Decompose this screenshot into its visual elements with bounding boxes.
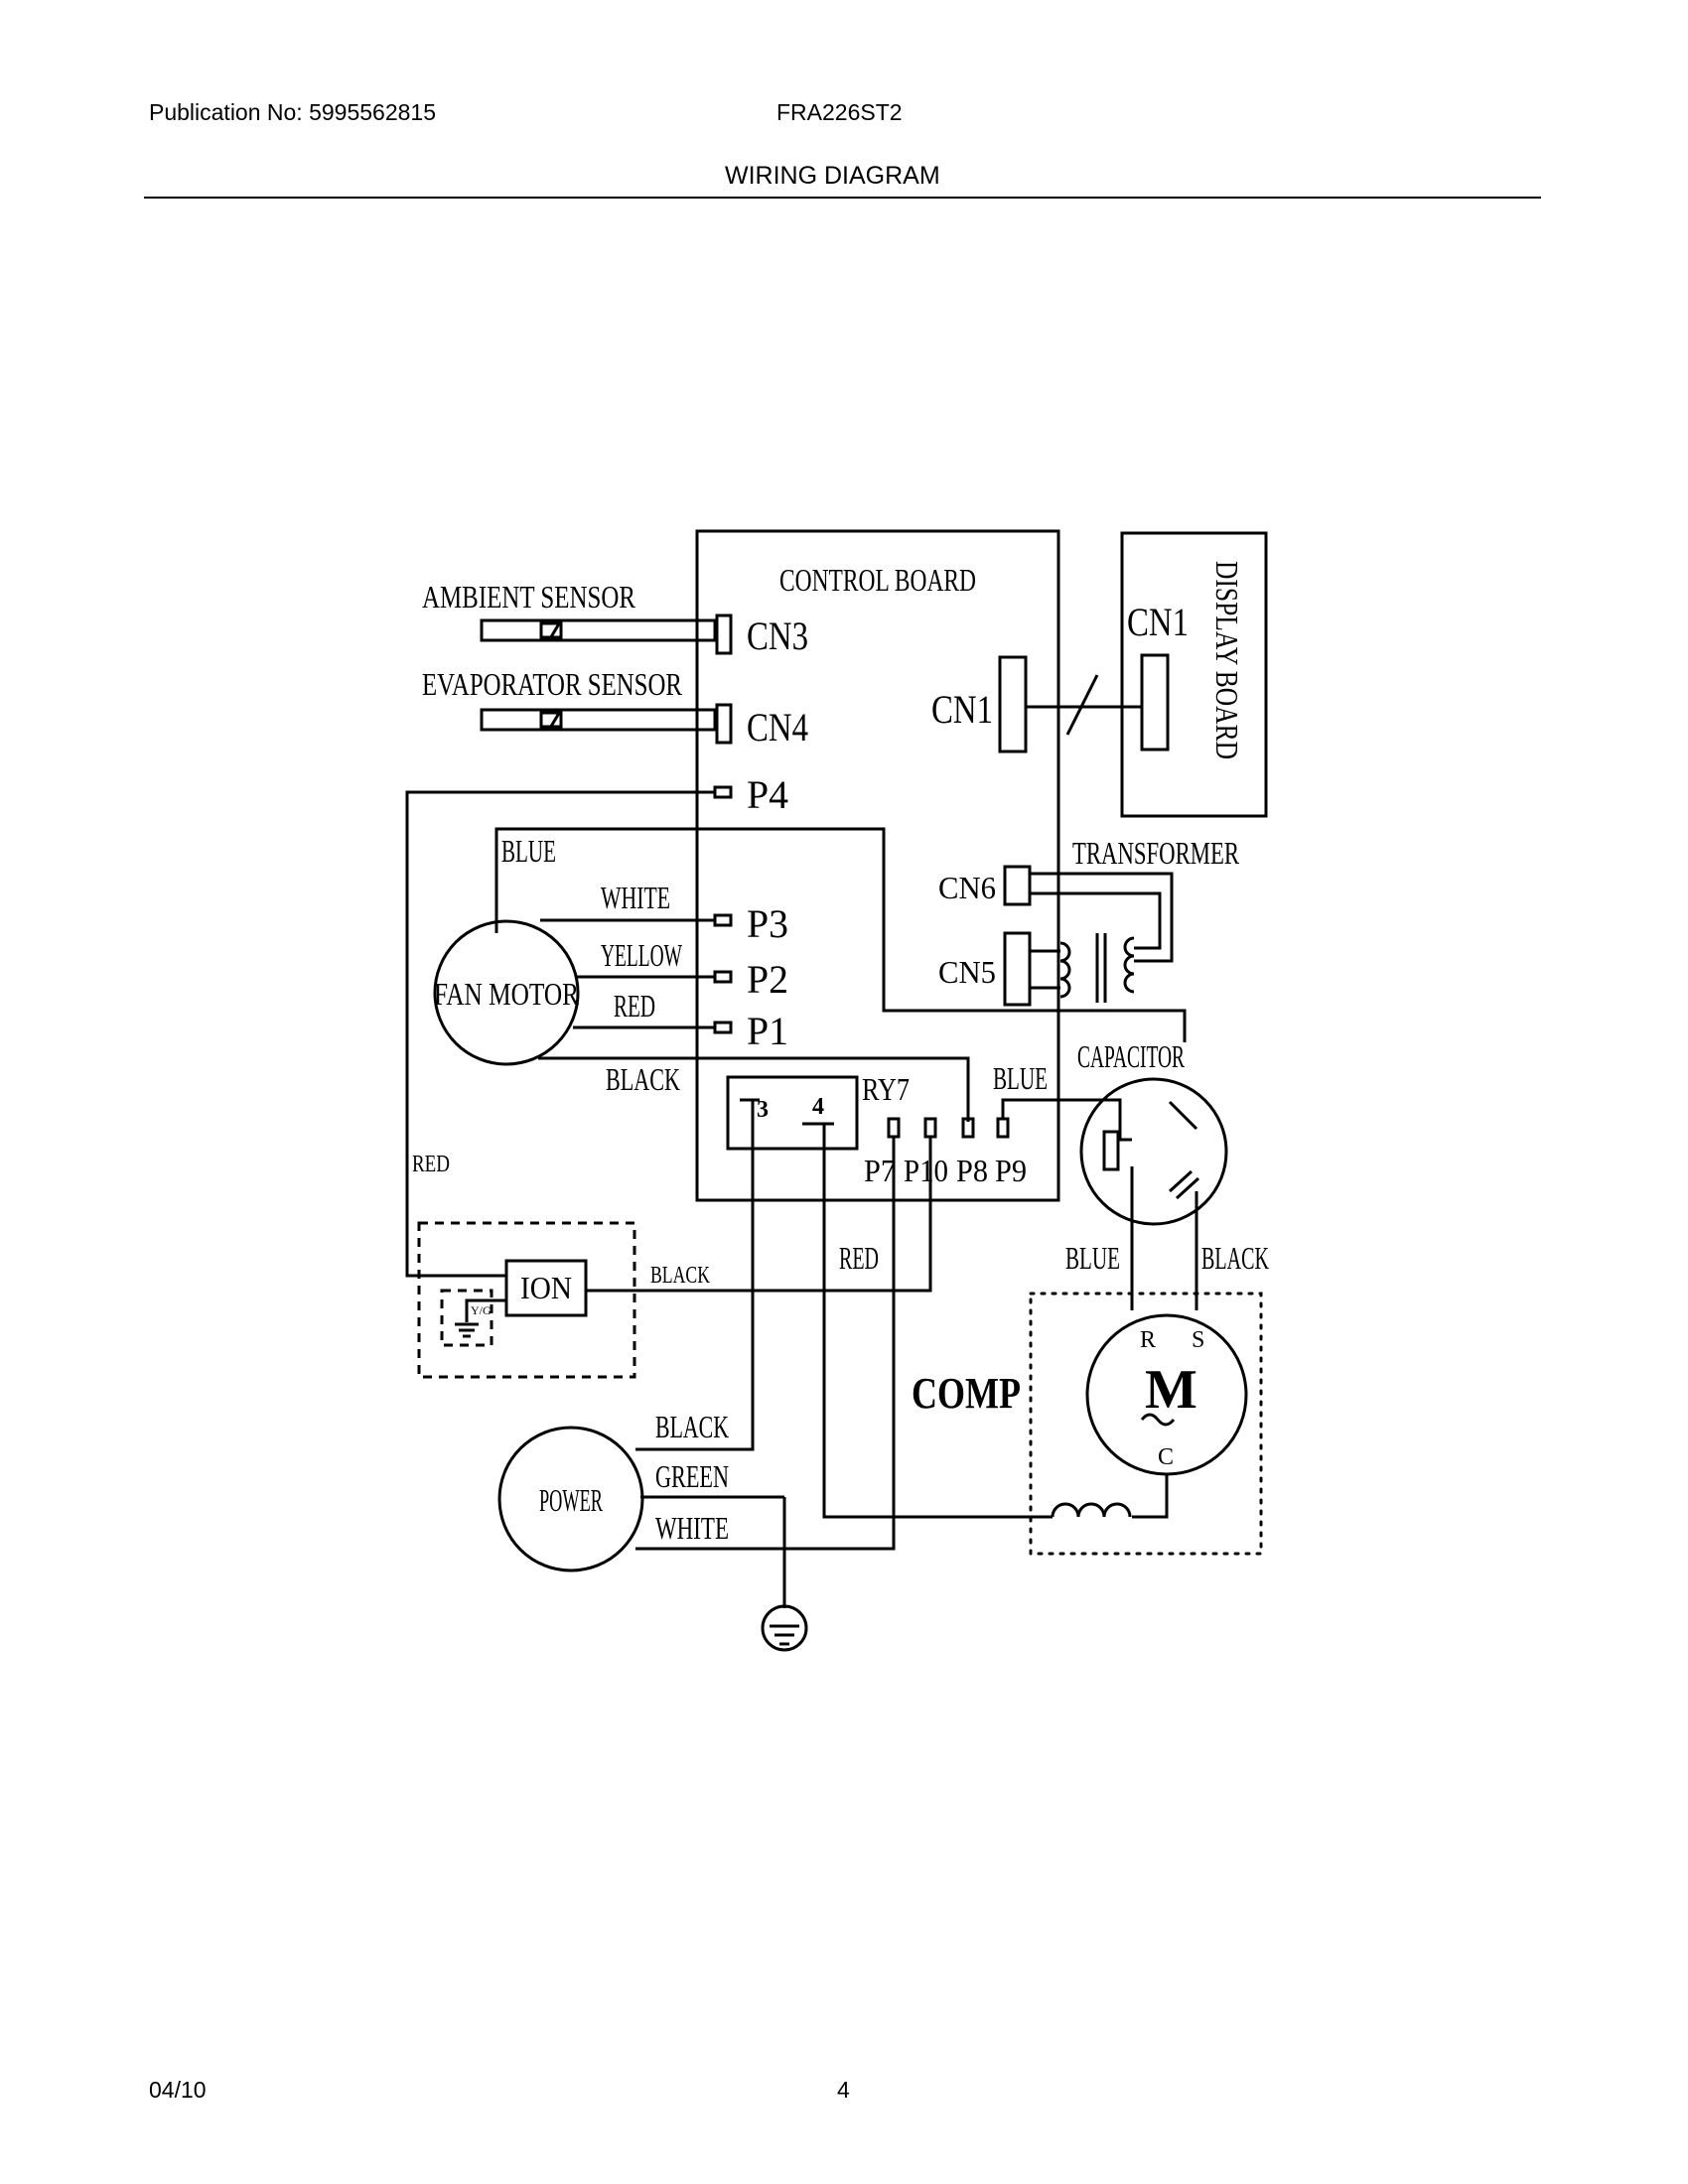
capacitor xyxy=(1079,1077,1228,1226)
ion-yg-label: Y/G xyxy=(471,1303,492,1317)
red-ion-wire-label: RED xyxy=(412,1152,450,1177)
white-fan-wire-label: WHITE xyxy=(601,880,670,915)
p7-terminal xyxy=(887,1117,901,1139)
compressor-enclosure xyxy=(1029,1292,1263,1556)
overload-protector xyxy=(1051,1502,1132,1518)
fan-motor xyxy=(433,919,580,1066)
p3-terminal xyxy=(713,913,733,927)
motor-c-label: C xyxy=(1158,1444,1174,1470)
blue-p9-wire-label: BLUE xyxy=(993,1060,1048,1096)
ion-label: ION xyxy=(520,1270,572,1305)
p8-label: P8 xyxy=(956,1153,988,1188)
evaporator-sensor-wire xyxy=(480,708,717,732)
fan-motor-label: FAN MOTOR xyxy=(434,976,580,1012)
capacitor-label: CAPACITOR xyxy=(1077,1038,1185,1074)
cn3-label: CN3 xyxy=(747,614,808,658)
publication-number: Publication No: 5995562815 xyxy=(149,99,437,125)
ambient-sensor-wire xyxy=(480,618,717,642)
cn4-label: CN4 xyxy=(747,705,808,750)
display-board-box xyxy=(1120,531,1268,818)
p7-label: P7 xyxy=(864,1153,896,1188)
footer-page-number: 4 xyxy=(837,2077,850,2103)
footer-date: 04/10 xyxy=(149,2077,207,2103)
ion-box xyxy=(504,1259,588,1317)
relay-terminal-4: 4 xyxy=(812,1094,824,1120)
motor-m-label: M xyxy=(1145,1359,1197,1421)
p4-terminal xyxy=(713,785,733,799)
control-board-label: CONTROL BOARD xyxy=(779,562,976,598)
p4-label: P4 xyxy=(747,772,788,817)
p8-terminal xyxy=(961,1117,975,1139)
header-rule xyxy=(144,197,1541,199)
black-comp-wire-label: BLACK xyxy=(1201,1240,1269,1276)
transformer-label: TRANSFORMER xyxy=(1072,835,1239,871)
cn6-connector xyxy=(1003,865,1032,906)
model-number: FRA226ST2 xyxy=(776,99,903,125)
cn4-connector xyxy=(715,703,733,745)
white-power-wire-label: WHITE xyxy=(655,1510,729,1546)
cn3-connector xyxy=(715,614,733,655)
power-source xyxy=(497,1426,644,1572)
green-power-wire-label: GREEN xyxy=(655,1458,729,1494)
p1-terminal xyxy=(713,1021,733,1034)
blue-fan-wire-label: BLUE xyxy=(501,833,556,869)
p2-terminal xyxy=(713,970,733,984)
transformer-coil xyxy=(1059,941,1071,999)
yellow-fan-wire-label: YELLOW xyxy=(601,937,682,973)
p10-terminal xyxy=(923,1117,937,1139)
p10-label: P10 xyxy=(904,1153,948,1188)
cn1-label: CN1 xyxy=(931,687,993,732)
evaporator-sensor-label: EVAPORATOR SENSOR xyxy=(422,666,683,702)
ambient-sensor-label: AMBIENT SENSOR xyxy=(422,579,636,614)
cn5-label: CN5 xyxy=(938,954,996,990)
red-comp-wire-label: RED xyxy=(839,1240,879,1276)
black-ion-wire-label: BLACK xyxy=(650,1263,710,1289)
power-label: POWER xyxy=(539,1482,603,1518)
display-cn1-connector xyxy=(1140,653,1170,751)
display-cn1-label: CN1 xyxy=(1127,600,1189,644)
ground-symbol xyxy=(761,1604,808,1652)
p3-label: P3 xyxy=(747,901,788,946)
red-fan-wire-label: RED xyxy=(614,988,655,1024)
p2-label: P2 xyxy=(747,957,788,1002)
cn6-label: CN6 xyxy=(938,870,996,905)
relay-ry7 xyxy=(726,1075,859,1151)
control-board-box xyxy=(695,529,1060,1202)
cn5-connector xyxy=(1003,931,1032,1007)
display-board-label: DISPLAY BOARD xyxy=(1209,561,1245,759)
page-title: WIRING DIAGRAM xyxy=(725,162,940,190)
comp-label: COMP xyxy=(912,1369,1021,1418)
black-fan-wire-label: BLACK xyxy=(606,1061,680,1097)
motor-s-label: S xyxy=(1192,1327,1204,1353)
ry7-label: RY7 xyxy=(862,1071,910,1107)
blue-comp-wire-label: BLUE xyxy=(1065,1240,1120,1276)
ion-enclosure xyxy=(417,1221,636,1379)
p9-label: P9 xyxy=(995,1153,1027,1188)
motor-r-label: R xyxy=(1140,1327,1156,1353)
p1-label: P1 xyxy=(747,1009,788,1053)
p9-terminal xyxy=(996,1117,1010,1139)
relay-terminal-3: 3 xyxy=(757,1097,769,1123)
cn1-connector xyxy=(998,655,1028,753)
black-power-wire-label: BLACK xyxy=(655,1409,729,1444)
